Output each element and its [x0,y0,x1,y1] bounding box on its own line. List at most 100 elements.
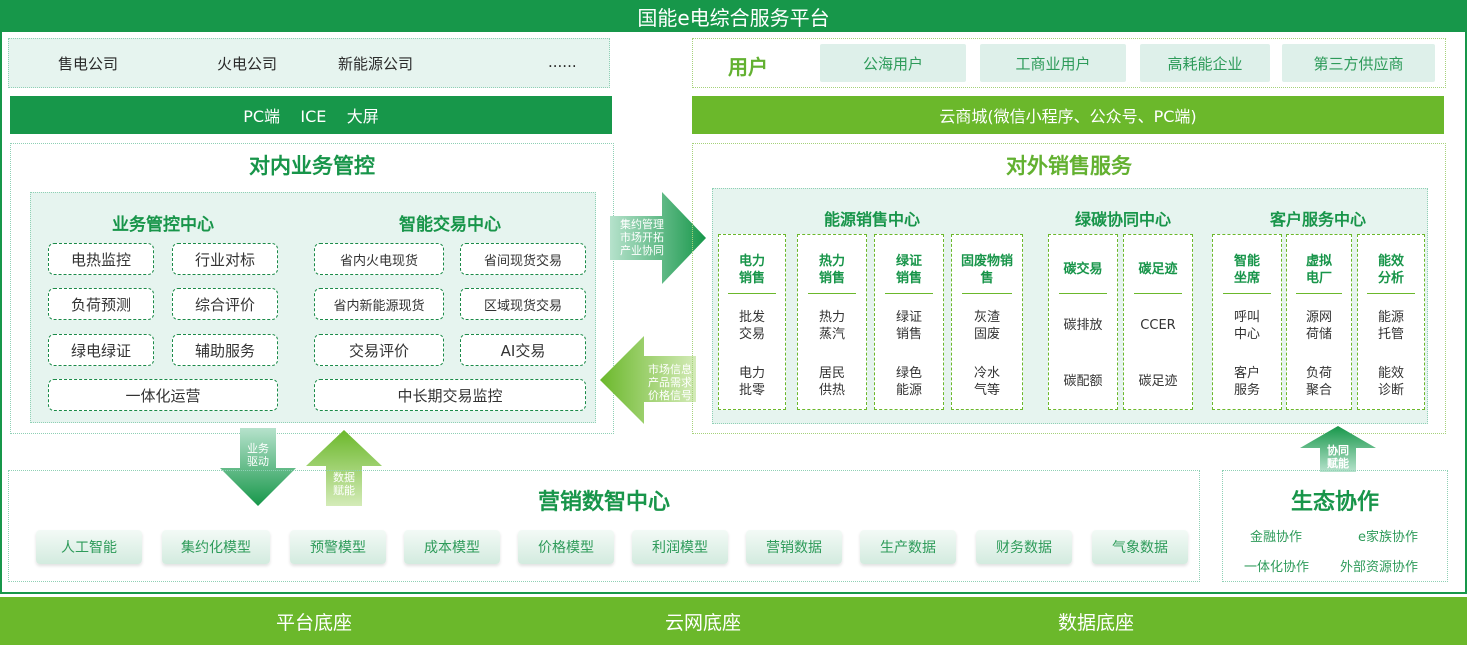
column-divider [1133,293,1183,294]
column-item: 销售 [895,327,922,342]
eco-arrow-line1: 协同 [1327,444,1349,457]
eco-family[interactable]: e家族协作 [1358,530,1418,545]
arrow-left-line2: 产品需求 [648,376,692,389]
column-item: 冷水 [973,366,1000,381]
func-regional-spot[interactable]: 区域现货交易 [460,288,586,320]
func-interprovincial[interactable]: 省间现货交易 [460,243,586,275]
func-integrated-ops[interactable]: 一体化运营 [48,379,278,411]
sales-column-energy_center-3[interactable]: 固废物销售灰渣固废冷水气等 [951,234,1023,410]
func-benchmark[interactable]: 行业对标 [172,243,278,275]
company-thermal[interactable]: 火电公司 [217,55,278,73]
column-item: 气等 [973,383,1000,398]
column-title: 坐席 [1233,271,1260,286]
column-item: 批零 [738,383,765,398]
data-weather[interactable]: 气象数据 [1092,530,1188,564]
func-long-term-monitor[interactable]: 中长期交易监控 [314,379,586,411]
eco-section [1222,470,1448,582]
biz-center-title: 业务管控中心 [112,215,214,235]
column-item: 固废 [973,327,1000,342]
column-item: 绿证 [895,310,922,325]
column-title: 分析 [1377,271,1404,286]
internal-section [10,143,614,434]
column-item: 呼叫 [1233,310,1260,325]
column-item: 碳足迹 [1138,374,1178,389]
column-title: 碳交易 [1063,262,1103,277]
company-sales[interactable]: 售电公司 [58,55,119,73]
column-item: 供热 [818,383,845,398]
func-load-forecast[interactable]: 负荷预测 [48,288,154,320]
marketing-title: 营销数智中心 [537,490,670,515]
column-title: 热力 [818,254,845,269]
company-new-energy[interactable]: 新能源公司 [338,55,414,73]
arrow-right-line3: 产业协同 [620,244,664,257]
column-title: 智能 [1233,254,1260,269]
external-channel-bar: 云商城(微信小程序、公众号、PC端) [692,96,1444,134]
eco-integration[interactable]: 一体化协作 [1244,560,1310,575]
arrow-right-line2: 市场开拓 [620,231,664,244]
service-center-title: 客户服务中心 [1269,210,1366,229]
sales-column-energy_center-2[interactable]: 绿证销售绿证销售绿色能源 [874,234,944,410]
users-label: 用户 [728,55,768,79]
func-provincial-new-energy[interactable]: 省内新能源现货 [314,288,444,320]
user-high-energy[interactable]: 高耗能企业 [1140,44,1270,82]
arrow-right-icon [610,192,706,284]
arrow-up-svg [306,430,382,506]
column-item: 能效 [1377,366,1404,381]
data-finance[interactable]: 财务数据 [976,530,1072,564]
arrow-right-line1: 集约管理 [620,218,664,231]
external-title: 对外销售服务 [1006,154,1132,178]
arrow-left-line1: 市场信息 [648,363,692,376]
column-item: 批发 [738,310,765,325]
func-ai-trade[interactable]: AI交易 [460,334,586,366]
func-provincial-thermal[interactable]: 省内火电现货 [314,243,444,275]
column-item: 聚合 [1305,383,1332,398]
internal-title: 对内业务管控 [249,154,375,178]
model-profit[interactable]: 利润模型 [632,530,728,564]
column-item: 荷储 [1305,327,1332,342]
sales-column-energy_center-0[interactable]: 电力销售批发交易电力批零 [718,234,786,410]
column-divider [1058,293,1108,294]
model-intensive[interactable]: 集约化模型 [162,530,270,564]
up-arrow-line2: 赋能 [333,484,355,497]
sales-column-energy_center-1[interactable]: 热力销售热力蒸汽居民供热 [797,234,867,410]
down-arrow-line1: 业务 [247,442,269,455]
eco-arrow-line2: 赋能 [1327,457,1349,470]
sales-column-service_center-1[interactable]: 虚拟电厂源网荷储负荷聚合 [1286,234,1352,410]
column-divider [1295,293,1343,294]
main-frame [0,32,1467,594]
eco-external[interactable]: 外部资源协作 [1340,560,1419,575]
func-overall-eval[interactable]: 综合评价 [172,288,278,320]
data-marketing[interactable]: 营销数据 [746,530,842,564]
column-item: 绿色 [895,366,922,381]
column-title: 销售 [818,271,845,286]
column-title: 售 [980,271,994,286]
func-aux-service[interactable]: 辅助服务 [172,334,278,366]
eco-title: 生态协作 [1290,490,1379,515]
user-third-party[interactable]: 第三方供应商 [1282,44,1435,82]
arrow-down-svg [220,428,296,506]
sales-column-service_center-0[interactable]: 智能坐席呼叫中心客户服务 [1212,234,1282,410]
company-more: ...... [548,53,577,71]
column-item: CCER [1140,318,1176,333]
model-cost[interactable]: 成本模型 [404,530,500,564]
model-price[interactable]: 价格模型 [518,530,614,564]
func-green-cert[interactable]: 绿电绿证 [48,334,154,366]
base-platform: 平台底座 [276,611,353,634]
func-heat-monitor[interactable]: 电热监控 [48,243,154,275]
data-production[interactable]: 生产数据 [860,530,956,564]
user-public-pool[interactable]: 公海用户 [820,44,966,82]
eco-finance[interactable]: 金融协作 [1250,530,1303,545]
user-commercial[interactable]: 工商业用户 [980,44,1126,82]
sales-column-carbon_center-0[interactable]: 碳交易碳排放碳配额 [1048,234,1118,410]
column-divider [807,293,857,294]
column-item: 居民 [818,366,845,381]
column-item: 客户 [1233,366,1260,381]
model-warning[interactable]: 预警模型 [290,530,386,564]
func-trade-eval[interactable]: 交易评价 [314,334,444,366]
sales-column-service_center-2[interactable]: 能效分析能源托管能效诊断 [1357,234,1425,410]
model-ai[interactable]: 人工智能 [36,530,142,564]
energy-center-title: 能源销售中心 [823,210,920,229]
column-item: 能源 [1377,310,1404,325]
arrow-up-icon [306,430,382,506]
